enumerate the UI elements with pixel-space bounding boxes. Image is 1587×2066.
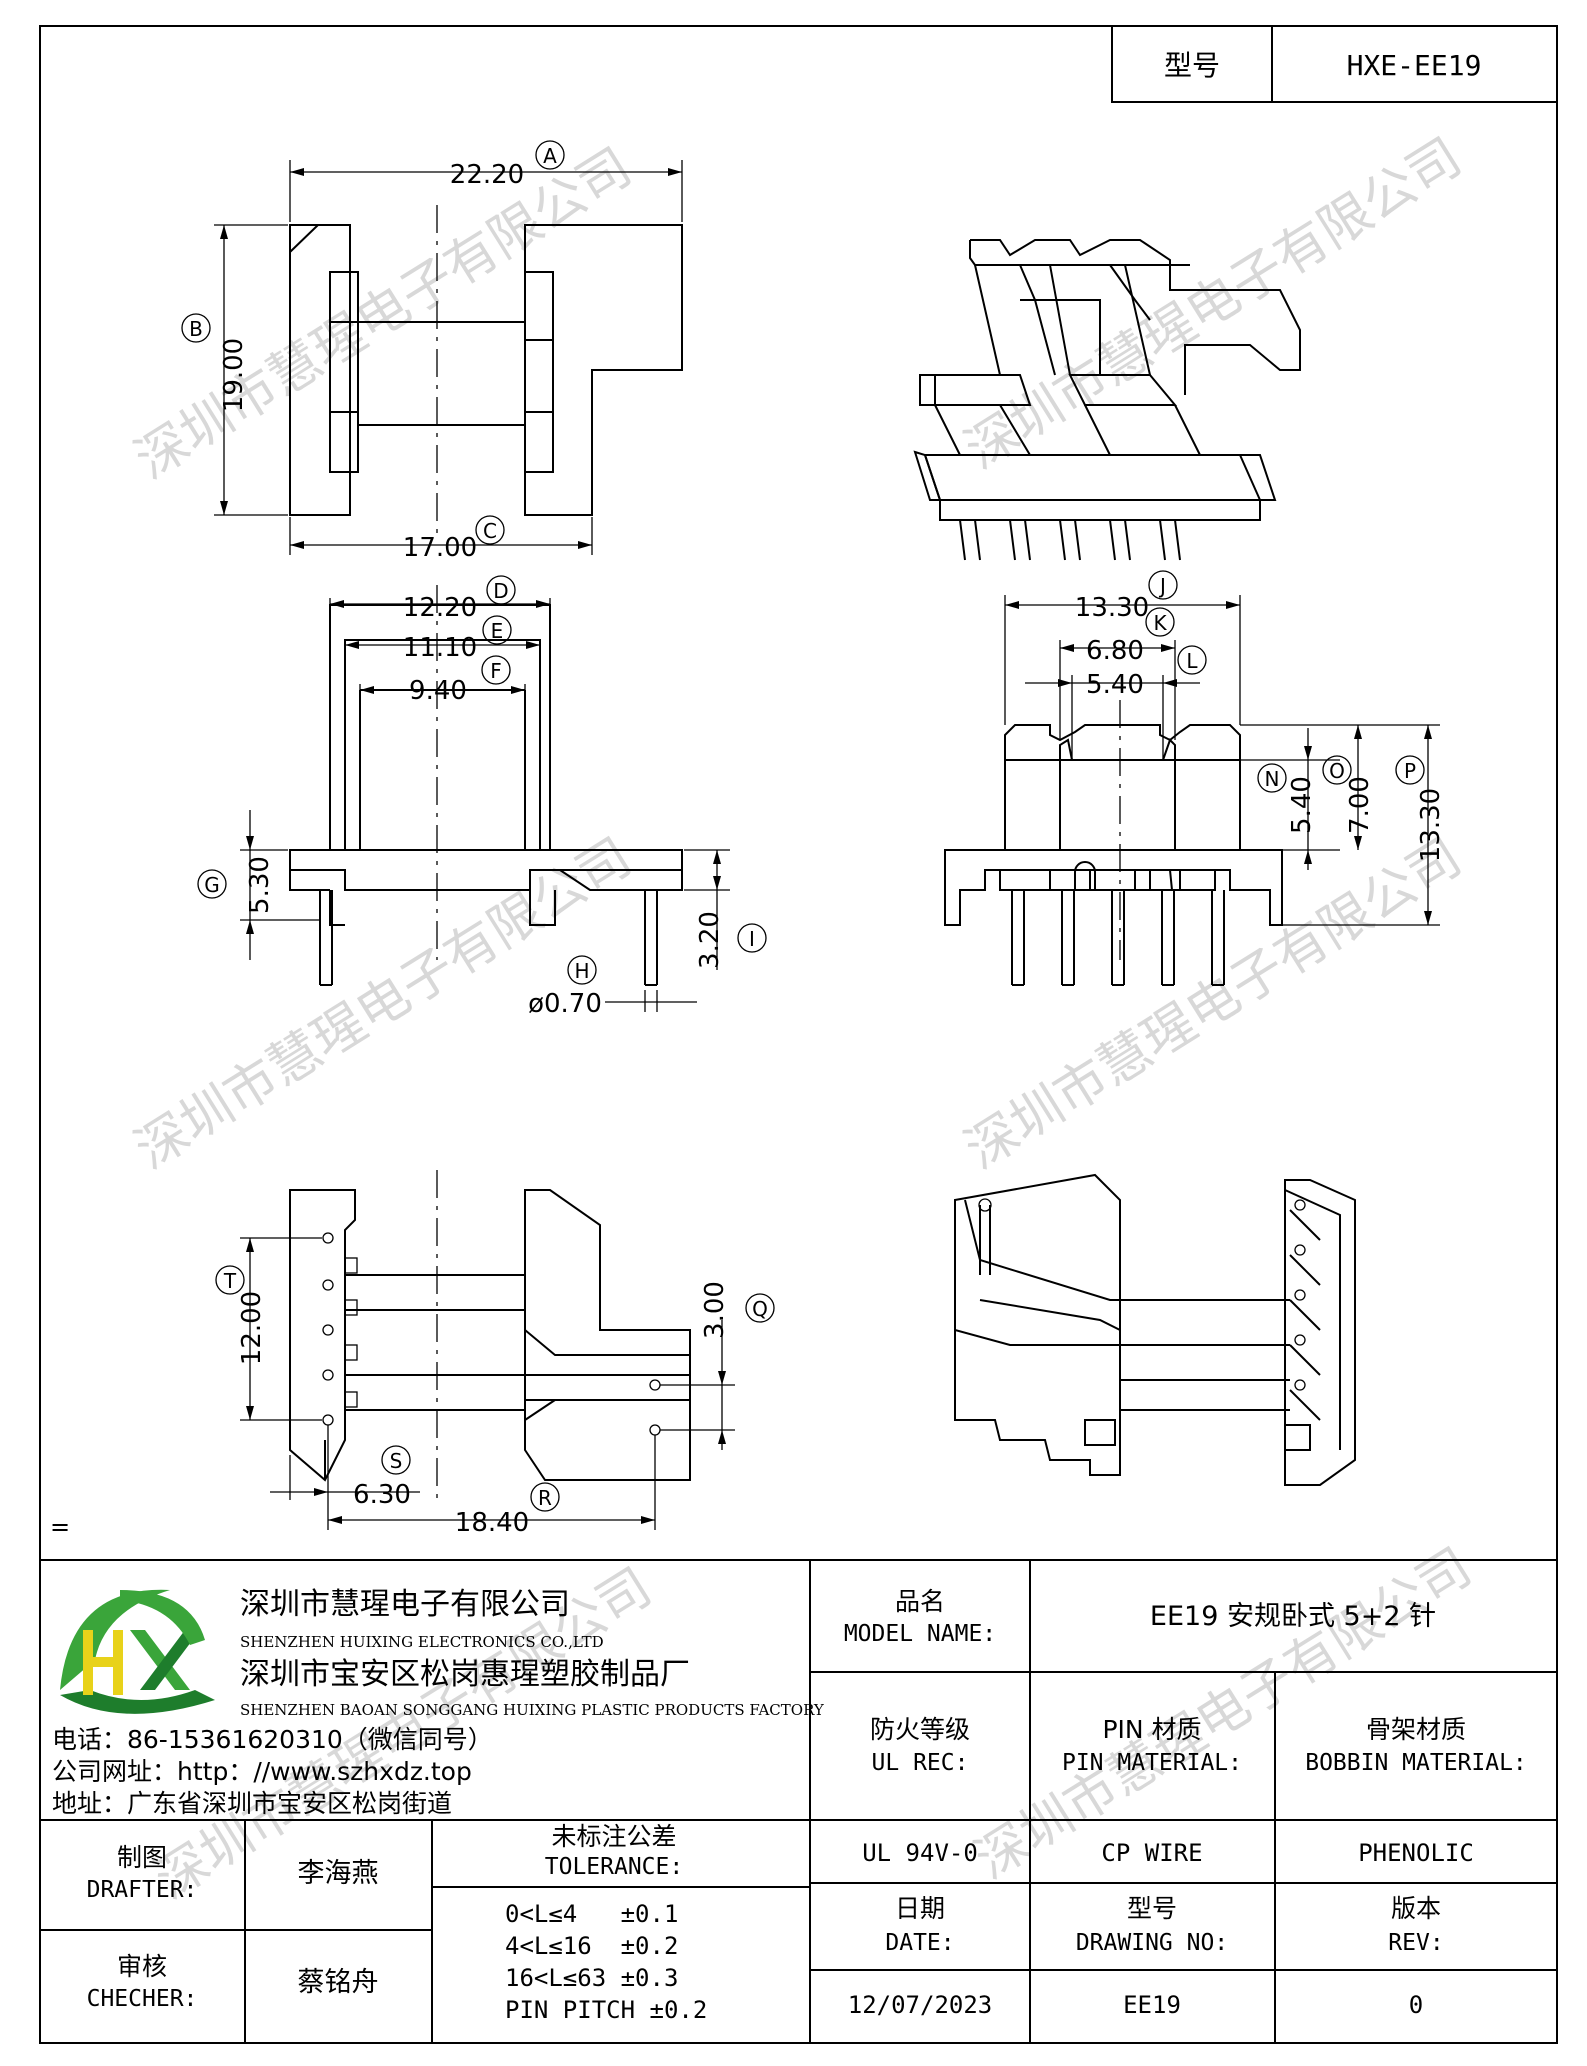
- dim-D-letter: D: [493, 579, 508, 603]
- dim-L-letter: L: [1186, 649, 1198, 673]
- revision-en: REV:: [1388, 1930, 1443, 1956]
- dim-I-letter: I: [749, 927, 755, 951]
- dim-E-letter: E: [491, 619, 504, 643]
- drawing-no-value: EE19: [1123, 1991, 1181, 2019]
- bobbin-material-en: BOBBIN MATERIAL:: [1305, 1750, 1527, 1776]
- pin-material-en: PIN MATERIAL:: [1062, 1750, 1242, 1776]
- tolerance-en: TOLERANCE:: [545, 1854, 683, 1880]
- dim-G-value: 5.30: [245, 856, 275, 914]
- drafter-cn: 制图: [117, 1843, 167, 1872]
- dim-S-value: 6.30: [353, 1480, 411, 1510]
- company-address: 地址：广东省深圳市宝安区松岗街道: [52, 1789, 452, 1818]
- drafter-en: DRAFTER:: [87, 1877, 198, 1903]
- dim-J-letter: J: [1158, 574, 1166, 598]
- stray-mark: =: [50, 1513, 70, 1541]
- watermark-4: 深圳市慧瑆电子有限公司: [955, 827, 1472, 1181]
- dim-H-value: ø0.70: [528, 989, 602, 1019]
- tolerance-row: 4<L≤16 ±0.2: [505, 1932, 678, 1960]
- dim-L-value: 5.40: [1086, 670, 1144, 700]
- revision-cn: 版本: [1391, 1894, 1441, 1923]
- dim-B-letter: B: [189, 317, 203, 341]
- outer-frame: [39, 25, 1558, 2044]
- model-name-cn: 品名: [895, 1587, 945, 1616]
- factory-name-cn: 深圳市宝安区松岗惠瑆塑胶制品厂: [240, 1657, 690, 1692]
- dim-C-letter: C: [483, 519, 497, 543]
- tolerance-cn: 未标注公差: [551, 1822, 676, 1851]
- bobbin-material-cn: 骨架材质: [1366, 1715, 1466, 1744]
- company-name-cn: 深圳市慧瑆电子有限公司: [240, 1587, 570, 1622]
- dim-Q-letter: Q: [752, 1297, 768, 1321]
- dim-T-value: 12.00: [237, 1291, 267, 1365]
- dim-A-letter: A: [543, 144, 557, 168]
- fire-rating-cn: 防火等级: [870, 1715, 970, 1744]
- dim-E-value: 11.10: [403, 633, 477, 663]
- view-bottom-left: 12.00 T 3.00 Q 6.30 S 18.40 R: [215, 1170, 775, 1538]
- header-model-box: 型号 HXE-EE19: [1111, 25, 1558, 103]
- company-phone: 电话：86-15361620310（微信同号）: [52, 1725, 493, 1754]
- dim-K-letter: K: [1153, 611, 1167, 635]
- checker-name: 蔡铭舟: [298, 1967, 379, 1998]
- view-3d-bottom: [954, 1173, 1356, 1486]
- date-cn: 日期: [895, 1894, 945, 1923]
- drawing-no-en: DRAWING NO:: [1076, 1930, 1228, 1956]
- date-en: DATE:: [885, 1930, 954, 1956]
- tolerance-row: PIN PITCH ±0.2: [505, 1996, 707, 2024]
- model-name-en: MODEL NAME:: [844, 1621, 996, 1647]
- header-model-value: HXE-EE19: [1347, 49, 1482, 82]
- dim-A-value: 22.20: [450, 160, 524, 190]
- dim-D-value: 12.20: [403, 593, 477, 623]
- watermark-2: 深圳市慧瑆电子有限公司: [955, 127, 1472, 481]
- title-block: 深圳市慧瑆电子有限公司 SHENZHEN HUIXING ELECTRONICS…: [40, 1559, 1557, 2043]
- tolerance-row: 16<L≤63 ±0.3: [505, 1964, 678, 1992]
- dim-F-value: 9.40: [409, 676, 467, 706]
- company-name-en: SHENZHEN HUIXING ELECTRONICS CO.,LTD: [240, 1633, 604, 1651]
- fire-rating-value: UL 94V-0: [862, 1839, 978, 1867]
- fire-rating-en: UL REC:: [872, 1750, 969, 1776]
- dim-G-letter: G: [204, 873, 220, 897]
- tolerance-row: 0<L≤4 ±0.1: [505, 1900, 678, 1928]
- dim-K-value: 6.80: [1086, 636, 1144, 666]
- view-side-right: 13.30 J 6.80 K 5.40 L 5.40 N 7.00: [944, 570, 1446, 986]
- dim-T-letter: T: [223, 1269, 237, 1293]
- header-model-label: 型号: [1164, 49, 1220, 82]
- pin-material-value: CP WIRE: [1101, 1839, 1202, 1867]
- dim-O-value: 7.00: [1345, 776, 1375, 834]
- dim-C-value: 17.00: [403, 533, 477, 563]
- view-3d-top: [913, 239, 1301, 561]
- model-name-value: EE19 安规卧式 5+2 针: [1150, 1601, 1436, 1632]
- checker-cn: 审核: [117, 1952, 167, 1981]
- dim-R-value: 18.40: [455, 1508, 529, 1538]
- dim-H-letter: H: [574, 959, 589, 983]
- dim-P-value: 13.30: [1416, 788, 1446, 862]
- pin-material-cn: PIN 材质: [1102, 1715, 1201, 1744]
- drawing-no-cn: 型号: [1127, 1894, 1177, 1923]
- drafter-name: 李海燕: [298, 1858, 379, 1889]
- company-logo: [60, 1589, 215, 1714]
- dim-I-value: 3.20: [695, 911, 725, 969]
- dim-S-letter: S: [390, 1449, 403, 1473]
- date-value: 12/07/2023: [848, 1991, 993, 2019]
- dim-N-value: 5.40: [1287, 776, 1317, 834]
- checker-en: CHECHER:: [87, 1986, 198, 2012]
- view-top-left: 22.20 A 19.00 B 17.00 C: [181, 140, 683, 563]
- dim-R-letter: R: [538, 1486, 552, 1510]
- bobbin-material-value: PHENOLIC: [1358, 1839, 1474, 1867]
- dim-O-letter: O: [1329, 759, 1345, 783]
- dim-B-value: 19.00: [219, 338, 249, 412]
- view-front-left: 12.20 D 11.10 E 9.40 F 5.30 G 3.20: [197, 575, 767, 1019]
- revision-value: 0: [1409, 1991, 1423, 2019]
- dim-J-value: 13.30: [1075, 593, 1149, 623]
- dim-F-letter: F: [490, 659, 502, 683]
- watermark-1: 深圳市慧瑆电子有限公司: [125, 137, 642, 491]
- factory-name-en: SHENZHEN BAOAN SONGGANG HUIXING PLASTIC …: [240, 1701, 825, 1719]
- dim-N-letter: N: [1265, 767, 1280, 791]
- dim-Q-value: 3.00: [700, 1281, 730, 1339]
- dim-P-letter: P: [1404, 759, 1416, 783]
- company-website: 公司网址：http：//www.szhxdz.top: [52, 1757, 472, 1786]
